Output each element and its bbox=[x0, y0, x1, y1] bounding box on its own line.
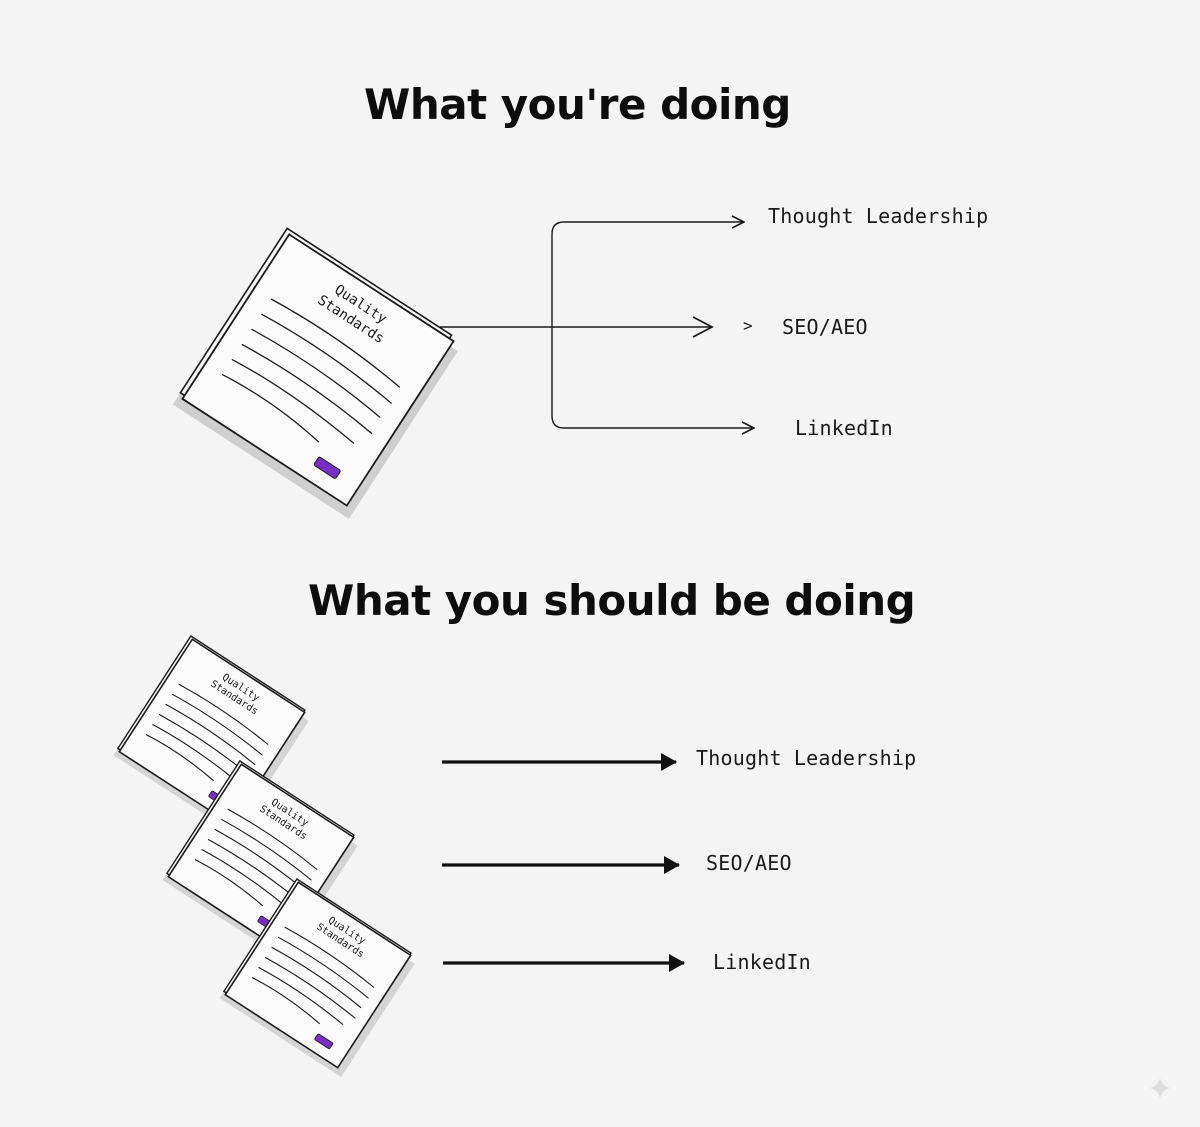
sparkle-icon bbox=[1150, 1078, 1170, 1098]
arrow-to-linkedin bbox=[551, 234, 754, 428]
target-label-thought-leadership: Thought Leadership bbox=[768, 204, 989, 228]
document-current: Quality Standards bbox=[172, 227, 458, 519]
document-recommended-3: Quality Standards bbox=[219, 878, 415, 1078]
target-label-seo-prefix: > bbox=[743, 316, 753, 335]
target-label-linkedin: LinkedIn bbox=[795, 416, 893, 440]
heading-current-approach: What you're doing bbox=[364, 80, 791, 129]
document-text-lines bbox=[221, 298, 401, 444]
target-label-seo: SEO/AEO bbox=[782, 315, 868, 339]
arrow-to-thought-leadership bbox=[551, 222, 744, 235]
branch-connectors bbox=[440, 222, 754, 428]
target-label-seo-2: SEO/AEO bbox=[706, 851, 792, 875]
heading-recommended-approach: What you should be doing bbox=[308, 576, 916, 625]
target-label-thought-leadership-2: Thought Leadership bbox=[696, 746, 917, 770]
document-tab bbox=[313, 456, 341, 479]
parallel-arrows bbox=[442, 753, 685, 972]
target-label-linkedin-2: LinkedIn bbox=[713, 950, 811, 974]
